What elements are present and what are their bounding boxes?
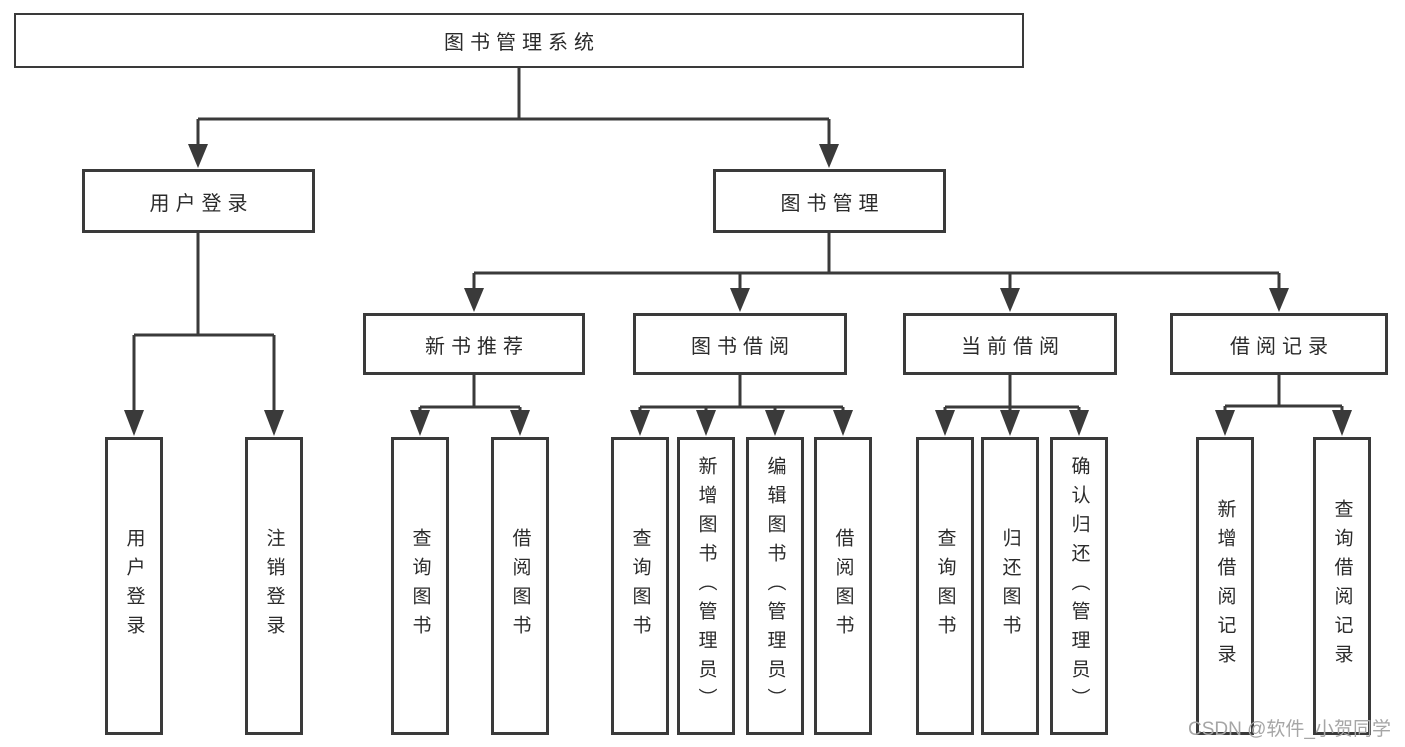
node-label: 新书推荐	[425, 335, 529, 358]
node-label: 借阅图书	[509, 528, 531, 644]
node-label: 借阅记录	[1230, 335, 1334, 358]
connector-book-borrow	[638, 375, 845, 426]
arrow-down-icon	[1000, 288, 1020, 312]
node-label: 注销登录	[263, 528, 285, 644]
arrow-down-icon	[833, 410, 853, 436]
csdn-watermark: CSDN @软件_小贺同学	[1188, 719, 1391, 740]
connector-user-login	[132, 233, 276, 426]
leaf-return-book: 归还图书	[981, 437, 1039, 735]
arrow-down-icon	[188, 144, 208, 168]
arrow-down-icon	[464, 288, 484, 312]
node-label: 归还图书	[999, 528, 1021, 644]
leaf-borrow-book-2: 借阅图书	[814, 437, 872, 735]
node-label: 查询图书	[934, 528, 956, 644]
leaf-add-borrow-record: 新增借阅记录	[1196, 437, 1254, 735]
arrowheads	[124, 144, 1352, 436]
leaf-add-book-admin: 新增图书（管理员）	[677, 437, 735, 735]
connector-new-book	[418, 375, 522, 426]
arrow-down-icon	[124, 410, 144, 436]
node-label: 新增借阅记录	[1214, 499, 1236, 673]
node-root-system: 图书管理系统	[14, 13, 1024, 68]
arrow-down-icon	[765, 410, 785, 436]
arrow-down-icon	[1069, 410, 1089, 436]
arrow-down-icon	[1269, 288, 1289, 312]
leaf-borrow-book-1: 借阅图书	[491, 437, 549, 735]
arrow-down-icon	[730, 288, 750, 312]
arrow-down-icon	[935, 410, 955, 436]
node-book-management: 图书管理	[713, 169, 946, 233]
connector-borrow-record	[1223, 375, 1344, 426]
leaf-logout: 注销登录	[245, 437, 303, 735]
leaf-query-book-2: 查询图书	[611, 437, 669, 735]
arrow-down-icon	[510, 410, 530, 436]
node-current-borrow: 当前借阅	[903, 313, 1117, 375]
arrow-down-icon	[819, 144, 839, 168]
arrow-down-icon	[410, 410, 430, 436]
node-label: 新增图书（管理员）	[695, 455, 717, 717]
node-label: 用户登录	[123, 528, 145, 644]
leaf-query-borrow-record: 查询借阅记录	[1313, 437, 1371, 735]
arrow-down-icon	[264, 410, 284, 436]
node-label: 查询借阅记录	[1331, 499, 1353, 673]
node-user-login: 用户登录	[82, 169, 315, 233]
node-label: 图书管理系统	[444, 32, 600, 54]
node-label: 图书管理	[780, 192, 885, 215]
connector-book-management	[472, 233, 1281, 302]
arrow-down-icon	[696, 410, 716, 436]
node-label: 当前借阅	[961, 335, 1065, 358]
node-label: 借阅图书	[832, 528, 854, 644]
node-new-book-recommend: 新书推荐	[363, 313, 585, 375]
leaf-query-book-3: 查询图书	[916, 437, 974, 735]
connector-root	[196, 68, 831, 158]
arrow-down-icon	[1332, 410, 1352, 436]
node-label: 编辑图书（管理员）	[764, 455, 786, 717]
node-label: 图书借阅	[691, 335, 795, 358]
node-borrow-record: 借阅记录	[1170, 313, 1388, 375]
arrow-down-icon	[1215, 410, 1235, 436]
node-label: 用户登录	[149, 192, 254, 215]
leaf-edit-book-admin: 编辑图书（管理员）	[746, 437, 804, 735]
node-book-borrow: 图书借阅	[633, 313, 847, 375]
node-label: 确认归还（管理员）	[1068, 455, 1090, 717]
node-label: 查询图书	[409, 528, 431, 644]
leaf-query-book-1: 查询图书	[391, 437, 449, 735]
arrow-down-icon	[630, 410, 650, 436]
node-label: 查询图书	[629, 528, 651, 644]
arrow-down-icon	[1000, 410, 1020, 436]
leaf-confirm-return-admin: 确认归还（管理员）	[1050, 437, 1108, 735]
leaf-user-login: 用户登录	[105, 437, 163, 735]
